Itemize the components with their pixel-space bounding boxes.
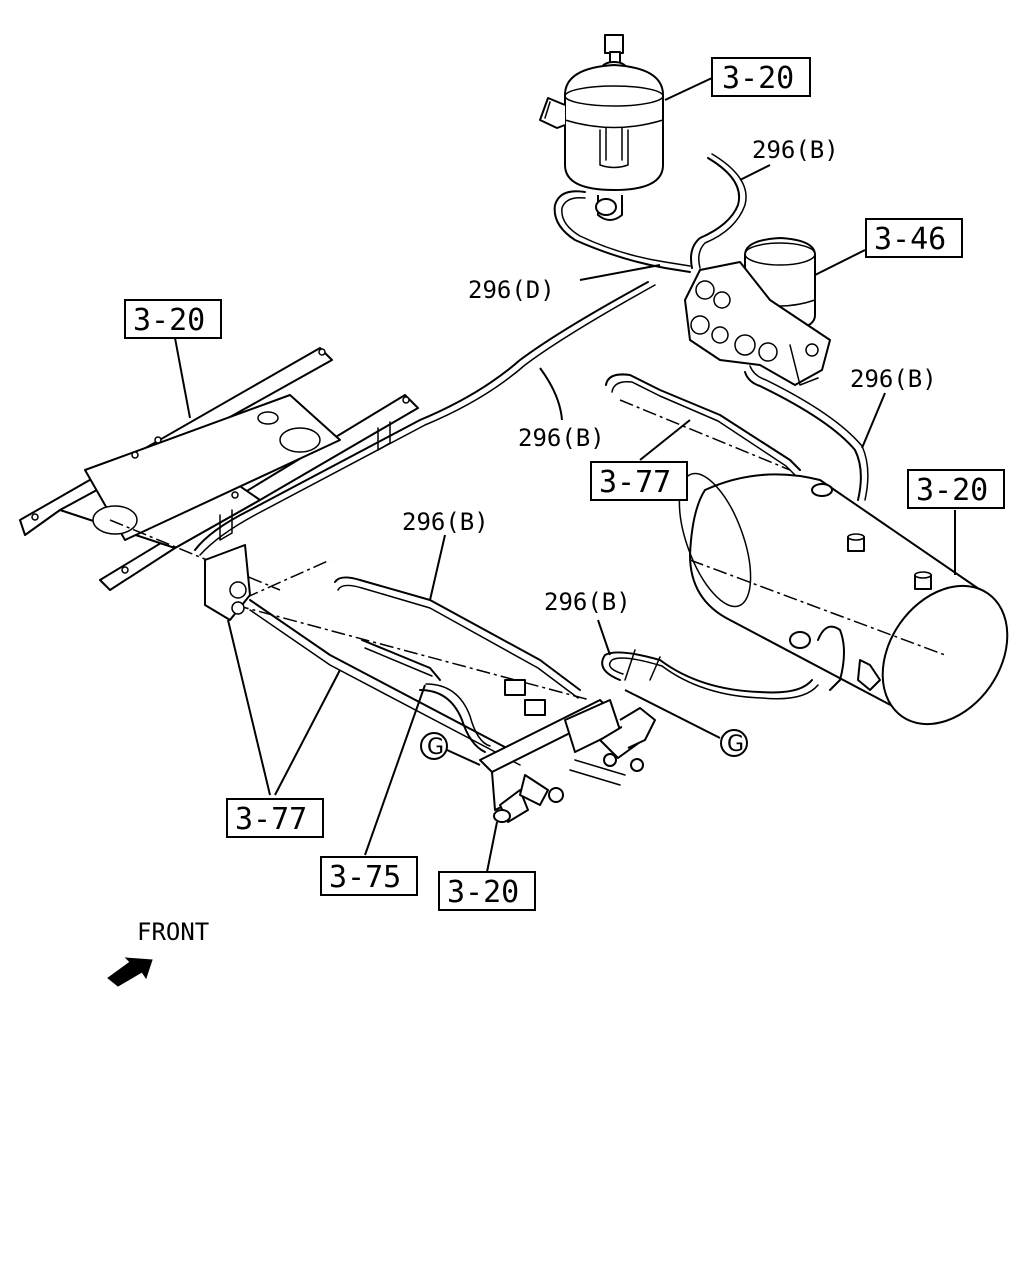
pipe-label-296b-mid[interactable]: 296(B) [518, 424, 605, 452]
connector-g-left[interactable]: G [420, 732, 448, 760]
callout-3-20-bottom[interactable]: 3-20 [438, 871, 536, 911]
front-arrow-icon [107, 957, 153, 987]
pipe-296b-top [690, 157, 741, 269]
callout-3-77-bottom[interactable]: 3-77 [226, 798, 324, 838]
pipe-label-296b-top[interactable]: 296(B) [752, 136, 839, 164]
callout-3-20-top[interactable]: 3-20 [711, 57, 811, 97]
main-air-tank [678, 472, 1009, 726]
callout-3-75[interactable]: 3-75 [320, 856, 418, 896]
callout-3-20-top-text: 3-20 [722, 61, 794, 96]
callout-3-20-right-text: 3-20 [916, 473, 988, 508]
callout-3-77-mid-text: 3-77 [599, 465, 671, 500]
callout-3-46-text: 3-46 [874, 222, 946, 257]
callout-3-46[interactable]: 3-46 [865, 218, 963, 258]
pipe-296b-right [744, 371, 862, 501]
pipe-296b-lower [601, 651, 813, 694]
connector-g-right[interactable]: G [720, 729, 748, 757]
pipe-label-296d[interactable]: 296(D) [468, 276, 555, 304]
top-air-canister [539, 34, 664, 221]
pipe-296d [553, 190, 691, 273]
chassis-frame-left [19, 347, 419, 591]
front-label: FRONT [137, 918, 209, 946]
callout-3-20-left-text: 3-20 [133, 303, 205, 338]
pipe-label-296b-left[interactable]: 296(B) [402, 508, 489, 536]
callout-3-77-bottom-text: 3-77 [235, 802, 307, 837]
callout-3-20-bottom-text: 3-20 [447, 875, 519, 910]
pipe-296b-left [334, 576, 581, 691]
air-dryer-valve-assembly [684, 237, 831, 386]
pipe-label-296b-lower[interactable]: 296(B) [544, 588, 631, 616]
valve-manifold [479, 679, 656, 823]
callout-3-75-text: 3-75 [329, 860, 401, 895]
lower-cross-member [204, 544, 521, 766]
pipe-296b-long [194, 281, 649, 551]
connector-g-left-text: G [427, 735, 444, 760]
bracket-rod-upper [605, 373, 801, 471]
callout-3-20-right[interactable]: 3-20 [907, 469, 1005, 509]
callout-3-20-left[interactable]: 3-20 [124, 299, 222, 339]
callout-3-77-mid[interactable]: 3-77 [590, 461, 688, 501]
connector-g-right-text: G [727, 732, 744, 757]
pipe-3-75 [419, 689, 486, 753]
pipe-label-296b-right[interactable]: 296(B) [850, 365, 937, 393]
